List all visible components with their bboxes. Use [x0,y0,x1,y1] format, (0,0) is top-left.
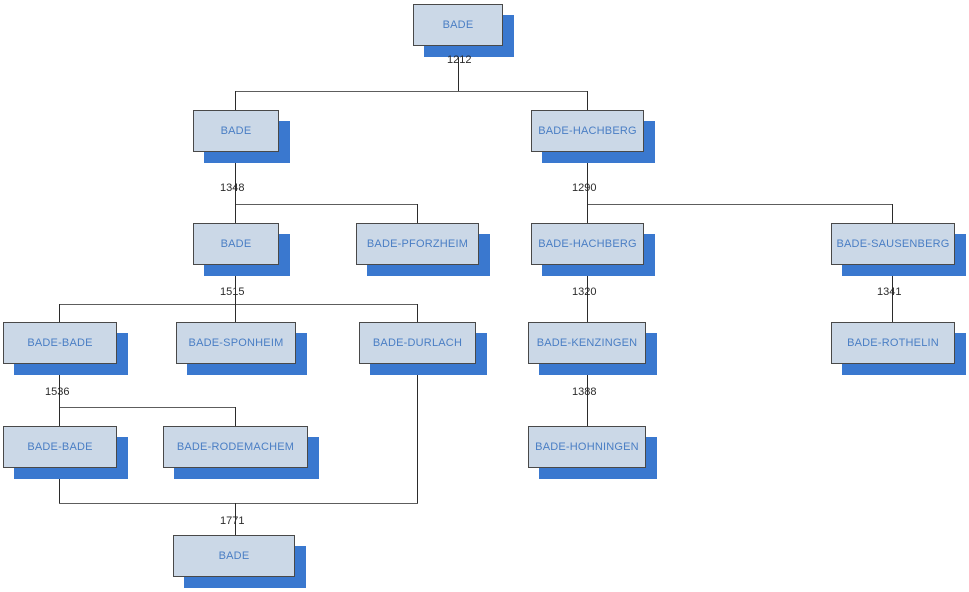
node-face[interactable]: BADE [193,223,279,265]
connector-vertical [587,364,588,426]
connector-horizontal [59,304,418,305]
edge-year-label: 1388 [572,386,597,398]
connector-vertical [235,265,236,304]
node-label: BADE-HOHNINGEN [535,441,639,453]
edge-year-label: 1771 [220,515,245,527]
node-face[interactable]: BADE-RODEMACHEM [163,426,308,468]
tree-node[interactable]: BADE-BADE [3,426,128,479]
node-label: BADE-KENZINGEN [536,337,638,349]
connector-horizontal [59,407,236,408]
connector-vertical [235,503,236,535]
node-label: BADE [220,238,252,250]
node-face[interactable]: BADE-HOHNINGEN [528,426,646,468]
edge-year-label: 1320 [572,286,597,298]
node-label: BADE-HACHBERG [538,125,637,137]
node-face[interactable]: BADE-BADE [3,322,117,364]
edge-year-label: 1536 [45,386,70,398]
connector-vertical [417,204,418,223]
node-face[interactable]: BADE-KENZINGEN [528,322,646,364]
connector-vertical [235,91,236,110]
node-label: BADE [220,125,252,137]
tree-node[interactable]: BADE [173,535,306,588]
tree-node[interactable]: BADE-KENZINGEN [528,322,657,375]
tree-node[interactable]: BADE-PFORZHEIM [356,223,490,276]
connector-vertical [892,265,893,322]
connector-vertical [417,364,418,503]
node-face[interactable]: BADE-SAUSENBERG [831,223,955,265]
connector-vertical [587,265,588,322]
connector-horizontal [235,204,418,205]
connector-vertical [417,304,418,322]
node-face[interactable]: BADE-BADE [3,426,117,468]
edge-year-label: 1212 [447,54,472,66]
node-face[interactable]: BADE [173,535,295,577]
node-label: BADE-ROTHELIN [847,337,939,349]
edge-year-label: 1341 [877,286,902,298]
connector-vertical [587,204,588,223]
connector-vertical [59,407,60,426]
tree-node[interactable]: BADE [193,110,290,163]
node-face[interactable]: BADE-HACHBERG [531,110,644,152]
edge-year-label: 1515 [220,286,245,298]
node-face[interactable]: BADE-DURLACH [359,322,476,364]
node-label: BADE-BADE [27,441,93,453]
tree-node[interactable]: BADE-HOHNINGEN [528,426,657,479]
tree-node[interactable]: BADE [413,4,514,57]
node-label: BADE-HACHBERG [538,238,637,250]
connector-horizontal [59,503,418,504]
connector-vertical [458,46,459,91]
node-label: BADE [218,550,250,562]
node-label: BADE-SPONHEIM [188,337,284,349]
tree-node[interactable]: BADE-DURLACH [359,322,487,375]
connector-vertical [892,204,893,223]
node-label: BADE [442,19,474,31]
node-face[interactable]: BADE [413,4,503,46]
connector-horizontal [235,91,588,92]
connector-horizontal [587,204,893,205]
tree-node[interactable]: BADE-SPONHEIM [176,322,307,375]
node-face[interactable]: BADE-ROTHELIN [831,322,955,364]
node-label: BADE-SAUSENBERG [836,238,950,250]
connector-vertical [235,204,236,223]
tree-node[interactable]: BADE-ROTHELIN [831,322,966,375]
connector-vertical [235,152,236,204]
node-label: BADE-PFORZHEIM [366,238,469,250]
node-label: BADE-RODEMACHEM [176,441,295,453]
connector-vertical [59,364,60,407]
connector-vertical [235,407,236,426]
connector-vertical [59,304,60,322]
node-label: BADE-BADE [27,337,93,349]
connector-vertical [235,304,236,322]
node-face[interactable]: BADE [193,110,279,152]
connector-vertical [587,152,588,204]
tree-node[interactable]: BADE-BADE [3,322,128,375]
tree-node[interactable]: BADE-SAUSENBERG [831,223,966,276]
node-face[interactable]: BADE-SPONHEIM [176,322,296,364]
tree-node[interactable]: BADE-RODEMACHEM [163,426,319,479]
connector-vertical [59,468,60,503]
tree-node[interactable]: BADE-HACHBERG [531,110,655,163]
node-face[interactable]: BADE-HACHBERG [531,223,644,265]
tree-node[interactable]: BADE [193,223,290,276]
node-label: BADE-DURLACH [372,337,463,349]
tree-node[interactable]: BADE-HACHBERG [531,223,655,276]
connector-vertical [587,91,588,110]
edge-year-label: 1348 [220,182,245,194]
edge-year-label: 1290 [572,182,597,194]
node-face[interactable]: BADE-PFORZHEIM [356,223,479,265]
